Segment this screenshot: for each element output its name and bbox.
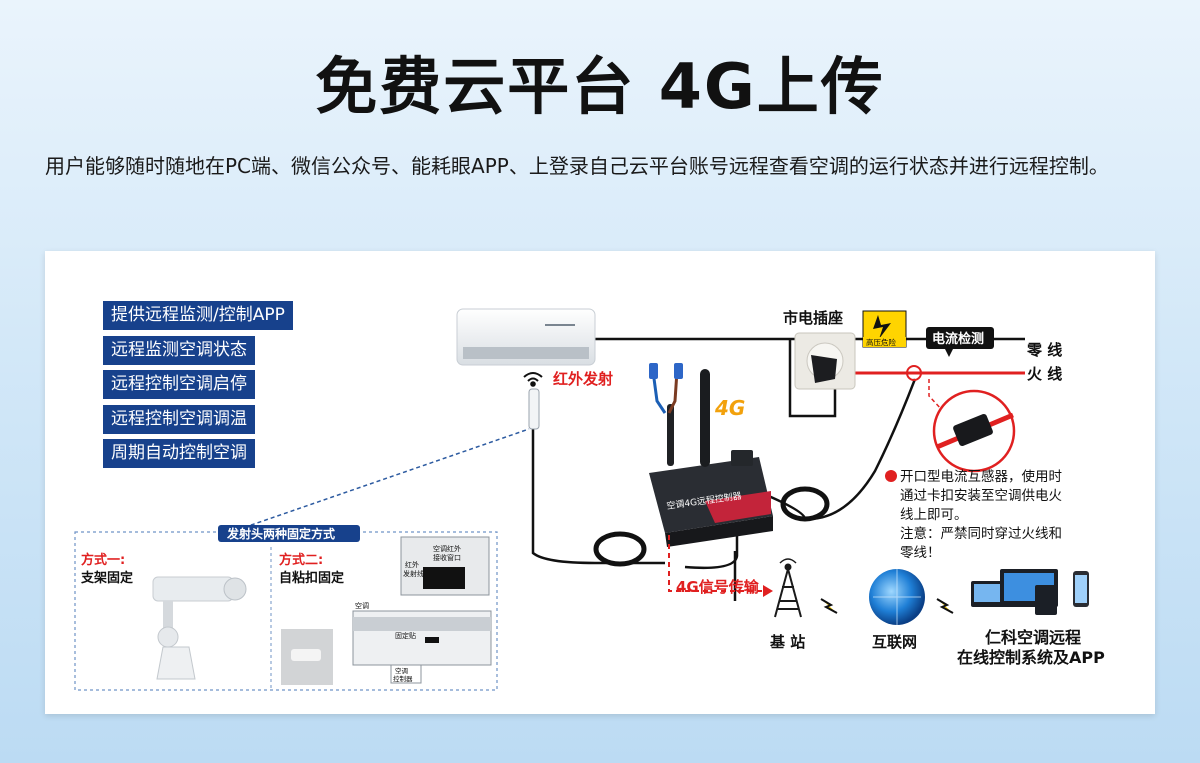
page-title: 免费云平台 4G上传: [315, 50, 885, 123]
4g-controller-icon: 空调4G远程控制器: [649, 363, 773, 547]
high-voltage-warning-icon: 高压危险: [862, 310, 907, 348]
power-socket-icon: [794, 332, 856, 390]
svg-text:通过卡扣安装至空调供电火: 通过卡扣安装至空调供电火: [900, 488, 1062, 504]
ct-bullet: [885, 470, 897, 482]
svg-text:空调: 空调: [355, 601, 369, 610]
svg-text:空调: 空调: [395, 666, 408, 675]
base-station-label: 基 站: [769, 633, 805, 651]
feature-schedule: 周期自动控制空调: [103, 439, 255, 468]
feature-app: 提供远程监测/控制APP: [103, 301, 293, 330]
link-bolt-icon: [820, 598, 838, 614]
svg-text:空调红外: 空调红外: [433, 544, 461, 553]
ir-cable: [531, 426, 665, 565]
bracket-mount-icon: [152, 576, 247, 680]
diagram-card: 提供远程监测/控制APP 远程监测空调状态 远程控制空调启停 远程控制空调调温 …: [45, 251, 1155, 714]
platform-label-1: 仁科空调远程: [985, 628, 1081, 647]
fire-line-label: 火 线: [1027, 365, 1062, 383]
platform-label-2: 在线控制系统及APP: [957, 648, 1105, 667]
svg-text:自粘扣固定: 自粘扣固定: [279, 570, 344, 586]
svg-text:电流检测: 电流检测: [932, 331, 984, 347]
feature-monitor: 远程监测空调状态: [103, 336, 255, 365]
current-transformer-icon: [932, 389, 1016, 473]
ac-unit-schematic: 空调 固定贴 空调 控制器: [352, 601, 492, 684]
mount-header-bg: [218, 525, 360, 542]
mount-header: 发射头两种固定方式: [226, 526, 335, 541]
feature-start-stop: 远程控制空调启停: [103, 370, 255, 399]
4g-transfer-label: 4G信号传输: [676, 578, 760, 596]
svg-text:支架固定: 支架固定: [80, 570, 133, 586]
4g-transfer-path: [668, 535, 763, 592]
platform-devices-icon: [971, 569, 1089, 615]
svg-text:注意：严禁同时穿过火线和: 注意：严禁同时穿过火线和: [900, 525, 1062, 542]
internet-label: 互联网: [872, 633, 917, 651]
svg-text:接收窗口: 接收窗口: [433, 553, 461, 562]
current-detect-tag: 电流检测: [926, 327, 994, 357]
svg-text:高压危险: 高压危险: [866, 337, 896, 347]
svg-text:开口型电流互感器，使用时: 开口型电流互感器，使用时: [900, 468, 1062, 485]
link-bolt-icon-2: [936, 598, 954, 614]
page-description: 用户能够随时随地在PC端、微信公众号、能耗眼APP、上登录自己云平台账号远程查看…: [45, 154, 1109, 178]
inset-pointer: [230, 428, 530, 533]
wifi-signal-icon: [523, 372, 543, 387]
svg-text:零线！: 零线！: [900, 545, 941, 561]
ct-cable: [756, 378, 917, 521]
feature-temperature: 远程控制空调调温: [103, 405, 255, 434]
antenna-icon: [667, 404, 674, 466]
socket-label: 市电插座: [783, 309, 843, 327]
ct-clamp-marker: [906, 365, 922, 381]
svg-text:固定贴: 固定贴: [395, 631, 416, 640]
ac-receiver-closeup: 空调红外 接收窗口 红外 发射线: [400, 536, 490, 596]
air-conditioner-icon: [456, 308, 596, 366]
antenna-4g-icon: [700, 369, 710, 467]
svg-text:方式二:: 方式二:: [279, 552, 323, 568]
system-diagram: 红外发射 空调4G远程控制器 4G 市电插座 高压危: [74, 308, 1105, 691]
4g-badge: 4G: [714, 396, 745, 420]
adhesive-mount-photo: [281, 629, 333, 685]
svg-text:线上即可。: 线上即可。: [900, 507, 968, 523]
base-station-icon: [774, 558, 802, 618]
svg-text:发射线: 发射线: [403, 569, 424, 578]
svg-text:控制器: 控制器: [393, 674, 413, 683]
svg-text:红外: 红外: [405, 560, 419, 569]
socket-wire: [788, 339, 837, 418]
zero-line-label: 零 线: [1026, 341, 1062, 359]
ir-emit-label: 红外发射: [553, 370, 613, 388]
ir-emitter-head: [528, 388, 540, 430]
svg-text:方式一:: 方式一:: [81, 552, 125, 568]
